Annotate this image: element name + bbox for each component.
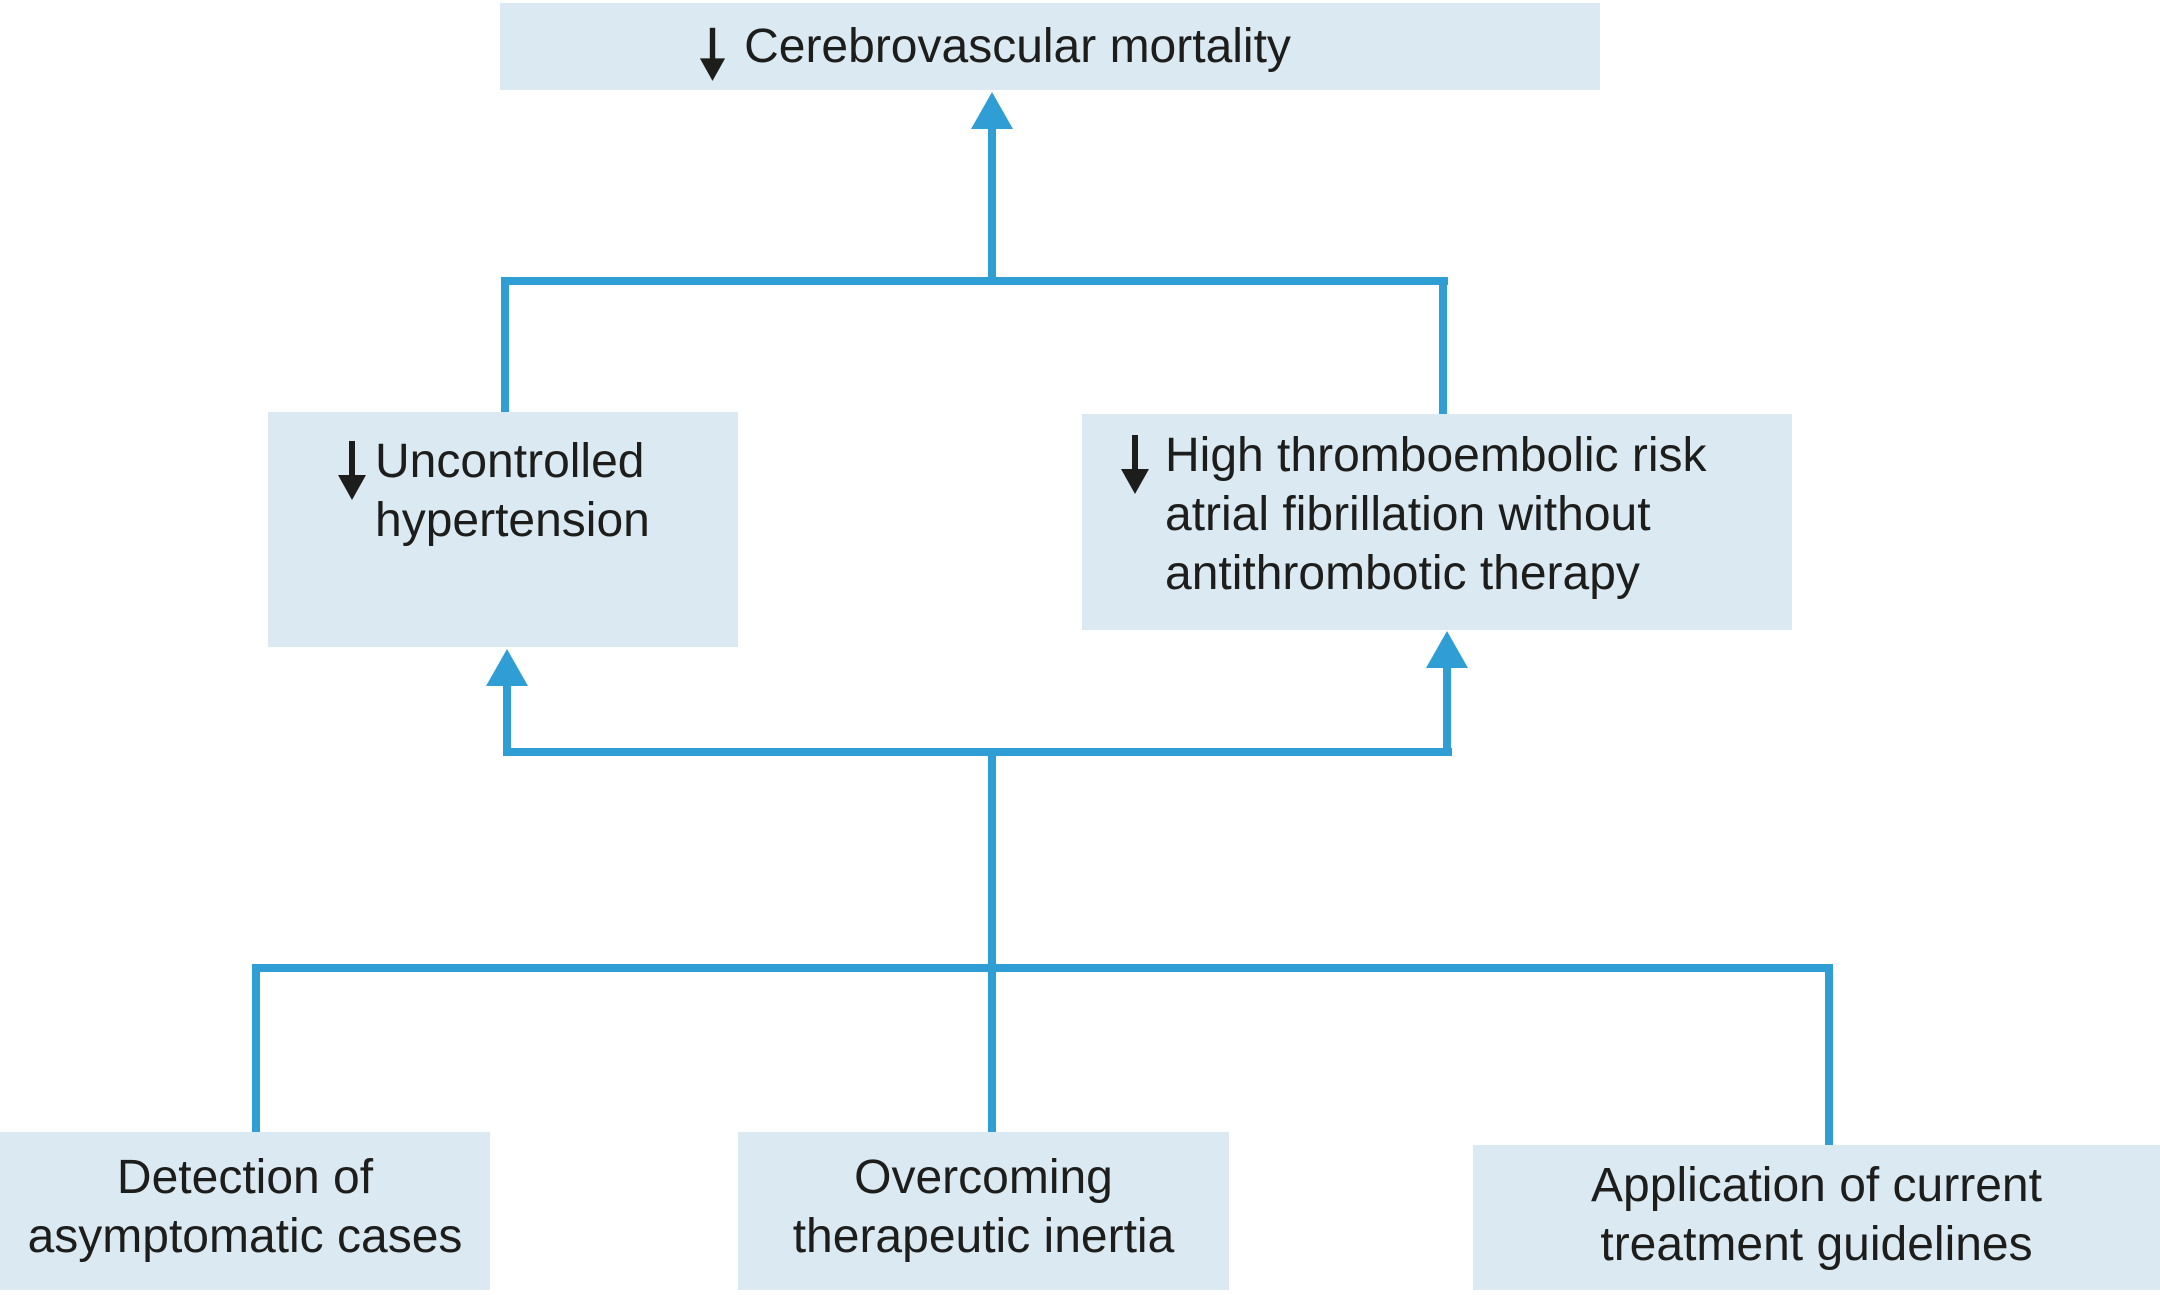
up-arrowhead-icon — [486, 649, 528, 686]
connector-top-stem — [988, 127, 996, 285]
node-label-line: High thromboembolic risk — [1165, 429, 1707, 482]
node-uncontrolled-hypertension: Uncontrolled hypertension — [268, 412, 738, 647]
node-label-line: Overcoming — [854, 1151, 1113, 1204]
up-arrowhead-icon — [1426, 631, 1468, 668]
connector-bottom-right-drop — [1825, 964, 1833, 1146]
up-arrowhead-icon — [971, 92, 1013, 129]
connector-mid-right-rise — [1443, 666, 1451, 756]
node-overcoming-therapeutic-inertia: Overcoming therapeutic inertia — [738, 1132, 1229, 1290]
connector-bottom-left-drop — [252, 964, 260, 1132]
node-label-line: Detection of — [116, 1151, 374, 1204]
node-label-line: hypertension — [375, 494, 650, 547]
connector-top-horizontal — [501, 277, 1448, 285]
node-label-line: antithrombotic therapy — [1165, 547, 1640, 600]
connector-mid-left-rise — [503, 684, 511, 756]
node-label-line: atrial fibrillation without — [1165, 488, 1651, 541]
node-label-line: therapeutic inertia — [792, 1210, 1175, 1263]
decrease-arrow-icon — [337, 438, 367, 500]
node-application-of-treatment-guidelines: Application of current treatment guideli… — [1473, 1145, 2160, 1290]
connector-bottom-horizontal — [252, 964, 1833, 972]
node-cerebrovascular-mortality: Cerebrovascular mortality — [500, 3, 1600, 90]
node-high-thromboembolic-risk: High thromboembolic risk atrial fibrilla… — [1082, 414, 1792, 630]
node-label-line: treatment guidelines — [1600, 1218, 2033, 1271]
node-label-line: Application of current — [1591, 1159, 2042, 1212]
connector-mid-horizontal — [503, 748, 1452, 756]
node-label-line: Uncontrolled — [375, 435, 645, 488]
node-label-line: asymptomatic cases — [27, 1210, 463, 1263]
node-detection-of-asymptomatic-cases: Detection of asymptomatic cases — [0, 1132, 490, 1290]
decrease-arrow-icon — [699, 25, 726, 81]
connector-top-right-drop — [1439, 277, 1447, 415]
node-label: Cerebrovascular mortality — [744, 20, 1291, 73]
connector-center-stem — [988, 748, 996, 1132]
decrease-arrow-icon — [1120, 432, 1150, 494]
connector-top-left-drop — [501, 277, 509, 412]
